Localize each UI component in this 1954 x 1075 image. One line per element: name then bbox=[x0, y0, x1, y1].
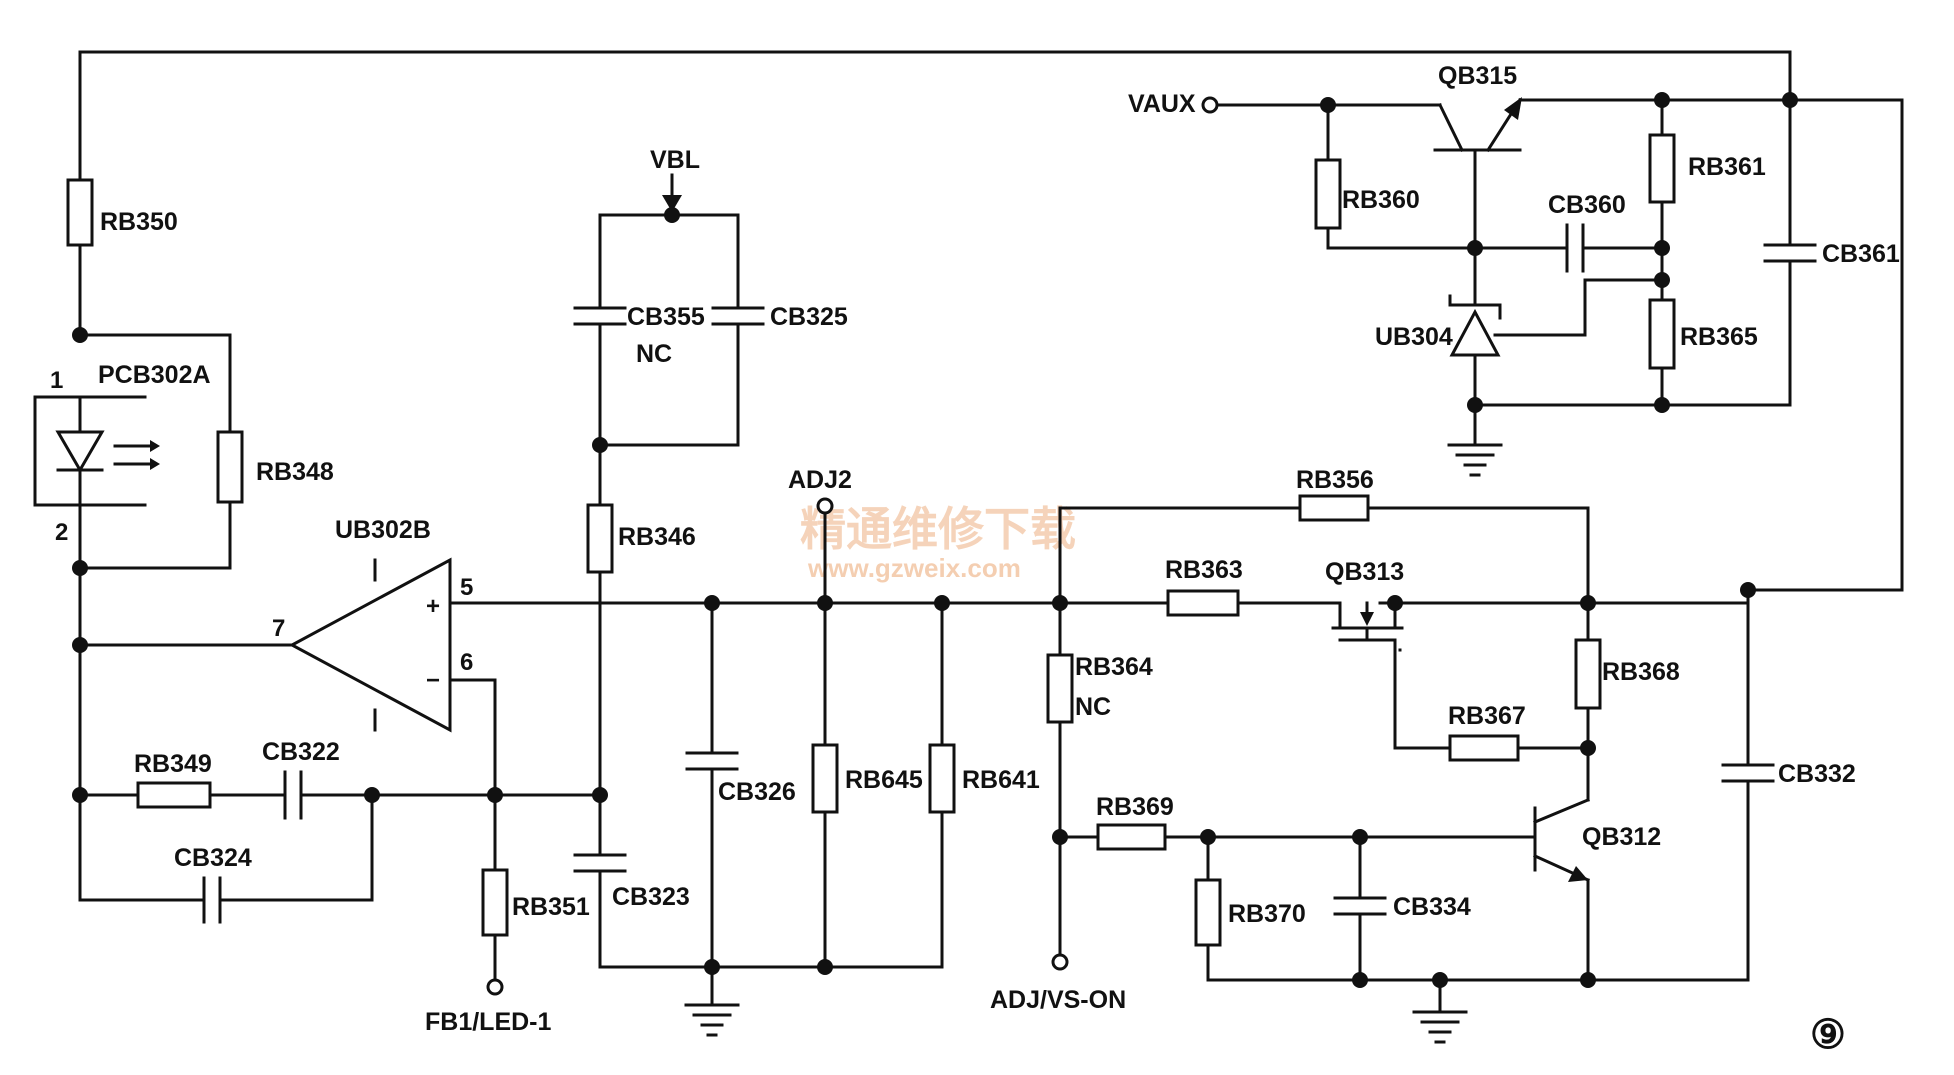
capacitor-cb325 bbox=[711, 306, 765, 326]
watermark-chinese: 精通维修下载 bbox=[800, 502, 1076, 556]
optocoupler-pcb302a bbox=[33, 395, 160, 544]
resistor-rb348 bbox=[216, 430, 244, 504]
capacitor-cb360 bbox=[1565, 223, 1585, 273]
resistor-rb370 bbox=[1194, 878, 1222, 947]
resistor-rb350 bbox=[66, 50, 94, 247]
terminal-vaux bbox=[1201, 96, 1219, 114]
label-vaux: VAUX bbox=[1128, 90, 1196, 118]
label-cb355-nc: NC bbox=[636, 340, 672, 368]
resistor-rb356 bbox=[1298, 494, 1370, 522]
resistor-rb369 bbox=[1096, 823, 1167, 851]
pin-plus: + bbox=[426, 593, 440, 620]
label-rb365: RB365 bbox=[1680, 323, 1758, 351]
label-cb324: CB324 bbox=[174, 844, 252, 872]
label-ub304: UB304 bbox=[1375, 323, 1453, 351]
label-adj2: ADJ2 bbox=[788, 466, 852, 494]
label-cb326: CB326 bbox=[718, 778, 796, 806]
label-cb325: CB325 bbox=[770, 303, 848, 331]
resistor-rb346 bbox=[586, 503, 614, 574]
terminal-adj2 bbox=[816, 497, 834, 515]
label-cb322: CB322 bbox=[262, 738, 340, 766]
label-rb368: RB368 bbox=[1602, 658, 1680, 686]
capacitor-cb323 bbox=[573, 853, 627, 873]
label-rb348: RB348 bbox=[256, 458, 334, 486]
resistor-rb360 bbox=[1314, 158, 1342, 230]
mosfet-qb313 bbox=[1313, 601, 1404, 657]
pin-5: 5 bbox=[460, 574, 473, 601]
label-rb356: RB356 bbox=[1296, 466, 1374, 494]
opamp-ub302b bbox=[288, 557, 497, 733]
label-qb313: QB313 bbox=[1325, 558, 1404, 586]
capacitor-cb326 bbox=[685, 751, 739, 771]
label-fb1-led1: FB1/LED-1 bbox=[425, 1008, 552, 1036]
resistor-rb365 bbox=[1648, 298, 1676, 370]
label-vbl: VBL bbox=[650, 146, 700, 174]
resistor-rb349 bbox=[136, 781, 212, 809]
pin-minus: − bbox=[426, 667, 440, 694]
label-rb346: RB346 bbox=[618, 523, 696, 551]
label-cb360: CB360 bbox=[1548, 191, 1626, 219]
label-rb364: RB364 bbox=[1075, 653, 1153, 681]
label-cb361: CB361 bbox=[1822, 240, 1900, 268]
resistor-rb364 bbox=[1046, 653, 1074, 724]
terminal-fb1 bbox=[486, 978, 504, 996]
resistor-rb641 bbox=[928, 743, 956, 814]
capacitor-cb355 bbox=[573, 306, 627, 326]
label-rb370: RB370 bbox=[1228, 900, 1306, 928]
watermark-url: www.gzweix.com bbox=[807, 553, 1021, 583]
label-cb332: CB332 bbox=[1778, 760, 1856, 788]
terminal-adj-vs-on bbox=[1051, 953, 1069, 971]
ground-symbol-right bbox=[1412, 1010, 1468, 1044]
resistor-rb645 bbox=[811, 743, 839, 814]
label-rb349: RB349 bbox=[134, 750, 212, 778]
label-rb364-nc: NC bbox=[1075, 693, 1111, 721]
label-cb323: CB323 bbox=[612, 883, 690, 911]
capacitor-cb334 bbox=[1333, 896, 1387, 916]
label-rb645: RB645 bbox=[845, 766, 923, 794]
resistor-rb368 bbox=[1574, 638, 1602, 710]
arrow-vbl bbox=[662, 173, 682, 212]
transistor-qb315 bbox=[1433, 97, 1523, 153]
ground-symbol-top bbox=[1447, 443, 1503, 477]
label-ub302b: UB302B bbox=[335, 516, 431, 544]
label-pcb302a: PCB302A bbox=[98, 361, 211, 389]
resistor-rb363 bbox=[1166, 589, 1240, 617]
label-cb355: CB355 bbox=[627, 303, 705, 331]
pin-6: 6 bbox=[460, 649, 473, 676]
resistor-rb367 bbox=[1448, 734, 1520, 762]
label-rb350: RB350 bbox=[100, 208, 178, 236]
capacitor-cb332 bbox=[1721, 763, 1775, 783]
label-rb351: RB351 bbox=[512, 893, 590, 921]
capacitor-cb322 bbox=[283, 770, 303, 820]
pin-1: 1 bbox=[50, 367, 63, 394]
label-rb360: RB360 bbox=[1342, 186, 1420, 214]
shunt-regulator-ub304 bbox=[1448, 294, 1502, 357]
capacitor-cb361 bbox=[1763, 243, 1817, 263]
capacitor-cb324 bbox=[202, 876, 222, 924]
label-qb312: QB312 bbox=[1582, 823, 1661, 851]
pin-7: 7 bbox=[272, 615, 285, 642]
ground-symbol-left bbox=[684, 1003, 740, 1037]
transistor-qb312 bbox=[1533, 798, 1590, 882]
label-rb641: RB641 bbox=[962, 766, 1040, 794]
pin-2: 2 bbox=[55, 519, 68, 546]
page-number: ⑨ bbox=[1810, 1011, 1846, 1058]
label-rb369: RB369 bbox=[1096, 793, 1174, 821]
label-qb315: QB315 bbox=[1438, 62, 1517, 90]
junction-dots bbox=[72, 92, 1798, 988]
resistor-rb361 bbox=[1648, 133, 1676, 204]
label-rb361: RB361 bbox=[1688, 153, 1766, 181]
label-rb367: RB367 bbox=[1448, 702, 1526, 730]
label-cb334: CB334 bbox=[1393, 893, 1471, 921]
resistor-rb351 bbox=[481, 868, 509, 937]
label-adj-vs-on: ADJ/VS-ON bbox=[990, 986, 1126, 1014]
label-rb363: RB363 bbox=[1165, 556, 1243, 584]
